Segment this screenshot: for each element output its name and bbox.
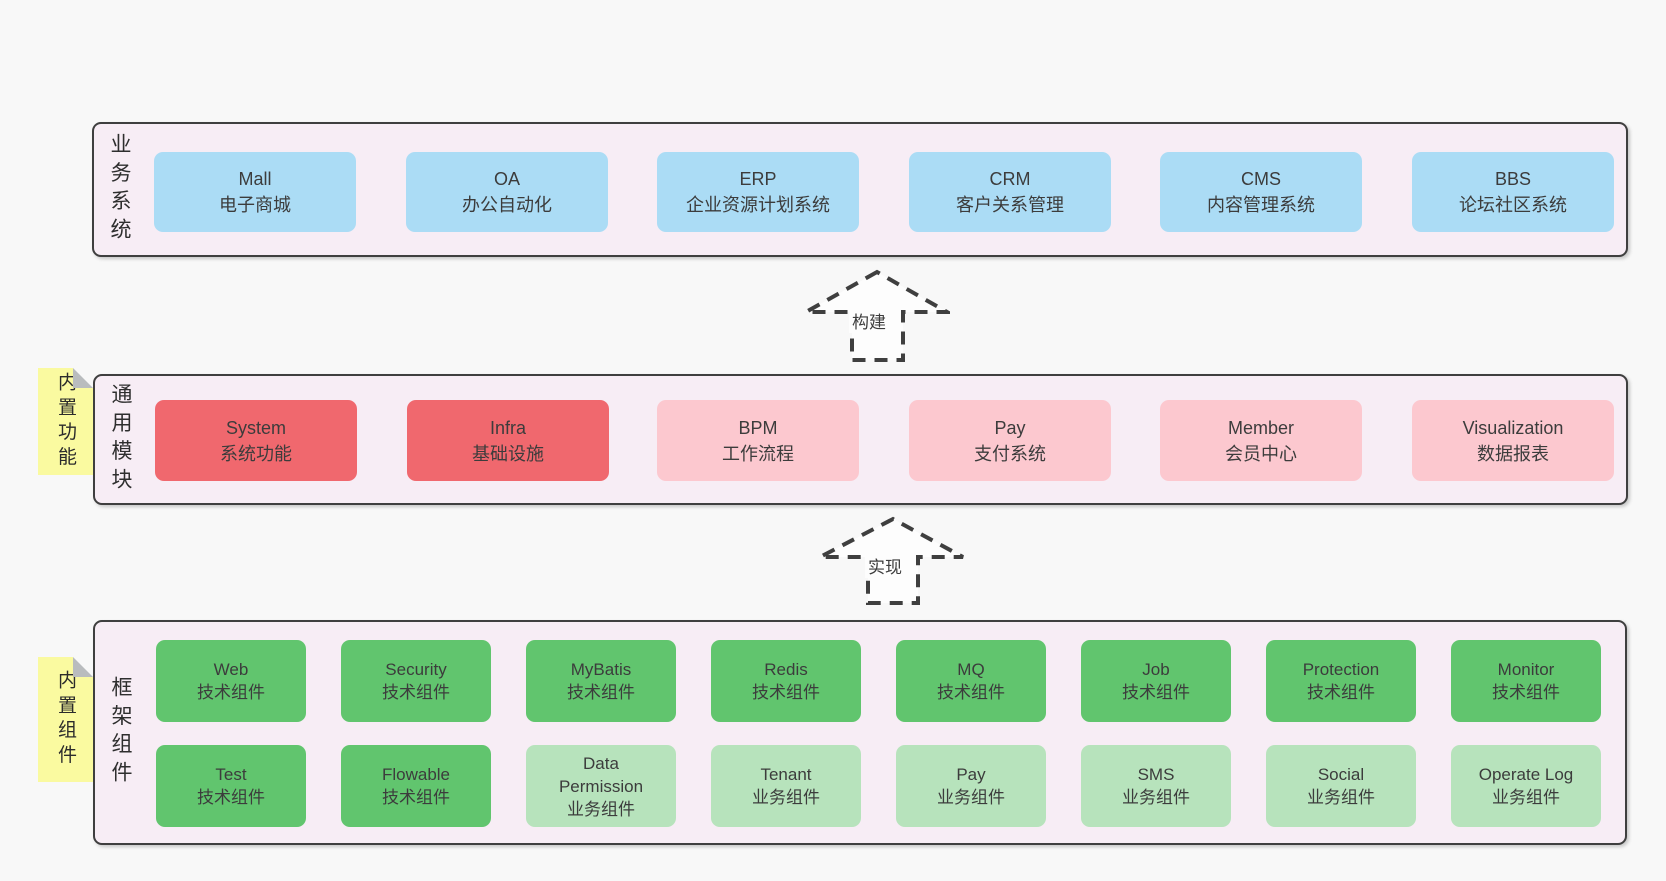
box-desc: 技术组件: [1122, 683, 1190, 702]
box-name: System: [225, 417, 286, 438]
box-name: Pay: [994, 417, 1026, 438]
box-desc: 技术组件: [1492, 683, 1560, 702]
box-mall: Mall 电子商城: [154, 152, 356, 232]
layer-business-systems: 业务系统 Mall 电子商城 OA 办公自动化 ERP 企业资源计划系统 CRM…: [92, 122, 1628, 257]
box-desc: 支付系统: [974, 443, 1046, 464]
box-name: MyBatis: [570, 660, 632, 679]
sticky-label: 内置功能: [55, 372, 76, 471]
box-name: MQ: [957, 660, 985, 679]
box-monitor: Monitor 技术组件: [1451, 640, 1601, 722]
box-name: CMS: [1241, 169, 1281, 189]
box-desc: 业务组件: [1122, 788, 1190, 807]
box-system: System 系统功能: [155, 400, 357, 481]
box-data-permission: Data Permission 业务组件: [526, 745, 676, 827]
box-desc: 技术组件: [382, 683, 450, 702]
box-desc: 电子商城: [219, 195, 291, 215]
box-mybatis: MyBatis 技术组件: [526, 640, 676, 722]
box-name: Data Permission: [558, 753, 644, 796]
box-desc: 技术组件: [937, 683, 1005, 702]
box-name: Protection: [1302, 660, 1380, 679]
sticky-built-in-features: 内置功能: [38, 368, 93, 475]
box-tenant: Tenant 业务组件: [711, 745, 861, 827]
box-desc: 技术组件: [197, 788, 265, 807]
box-pay-module: Pay 支付系统: [909, 400, 1111, 481]
box-job: Job 技术组件: [1081, 640, 1231, 722]
box-desc: 业务组件: [1307, 788, 1375, 807]
box-name: Security: [385, 660, 447, 679]
layer-framework-components: 框架组件 Web 技术组件 Security 技术组件 MyBatis 技术组件…: [93, 620, 1627, 845]
box-name: Social: [1317, 765, 1365, 784]
layer-common-modules: 通用模块 System 系统功能 Infra 基础设施 BPM 工作流程 Pay…: [93, 374, 1628, 505]
box-operate-log: Operate Log 业务组件: [1451, 745, 1601, 827]
box-infra: Infra 基础设施: [407, 400, 609, 481]
box-name: CRM: [989, 169, 1031, 189]
box-crm: CRM 客户关系管理: [909, 152, 1111, 232]
box-name: Flowable: [381, 765, 451, 784]
box-name: Member: [1227, 417, 1294, 438]
box-redis: Redis 技术组件: [711, 640, 861, 722]
box-flowable: Flowable 技术组件: [341, 745, 491, 827]
box-desc: 技术组件: [1307, 683, 1375, 702]
box-name: BPM: [738, 417, 778, 438]
box-desc: 工作流程: [722, 443, 794, 464]
layer-framework-components-title: 框架组件: [109, 675, 132, 790]
box-security: Security 技术组件: [341, 640, 491, 722]
box-sms: SMS 业务组件: [1081, 745, 1231, 827]
box-name: Visualization: [1462, 417, 1564, 438]
box-erp: ERP 企业资源计划系统: [657, 152, 859, 232]
box-name: Web: [213, 660, 249, 679]
box-name: Operate Log: [1478, 765, 1574, 784]
box-desc: 系统功能: [220, 443, 292, 464]
box-name: Infra: [489, 417, 527, 438]
box-name: Job: [1142, 660, 1170, 679]
box-name: Monitor: [1497, 660, 1555, 679]
box-oa: OA 办公自动化: [406, 152, 608, 232]
box-desc: 基础设施: [472, 443, 544, 464]
box-visualization: Visualization 数据报表: [1412, 400, 1614, 481]
box-desc: 内容管理系统: [1207, 195, 1315, 215]
box-mq: MQ 技术组件: [896, 640, 1046, 722]
box-desc: 业务组件: [1492, 788, 1560, 807]
box-web: Web 技术组件: [156, 640, 306, 722]
box-name: Mall: [238, 169, 272, 189]
box-bbs: BBS 论坛社区系统: [1412, 152, 1614, 232]
box-desc: 技术组件: [382, 788, 450, 807]
sticky-built-in-components: 内置组件: [38, 657, 93, 782]
box-test: Test 技术组件: [156, 745, 306, 827]
layer-business-systems-title: 业务系统: [108, 132, 131, 247]
box-desc: 办公自动化: [462, 195, 552, 215]
box-name: Redis: [764, 660, 808, 679]
sticky-label: 内置组件: [55, 670, 76, 769]
box-desc: 技术组件: [567, 683, 635, 702]
box-desc: 论坛社区系统: [1459, 195, 1567, 215]
box-desc: 业务组件: [567, 799, 635, 819]
box-name: Test: [215, 765, 247, 784]
box-desc: 业务组件: [752, 788, 820, 807]
box-desc: 客户关系管理: [956, 195, 1064, 215]
box-member: Member 会员中心: [1160, 400, 1362, 481]
box-desc: 会员中心: [1225, 443, 1297, 464]
box-name: OA: [493, 169, 520, 189]
box-desc: 技术组件: [197, 683, 265, 702]
arrow-build-label: 构建: [849, 312, 889, 333]
box-name: BBS: [1494, 169, 1532, 189]
box-bpm: BPM 工作流程: [657, 400, 859, 481]
box-desc: 业务组件: [937, 788, 1005, 807]
box-cms: CMS 内容管理系统: [1160, 152, 1362, 232]
box-name: Tenant: [760, 765, 812, 784]
box-desc: 企业资源计划系统: [686, 195, 830, 215]
arrow-implement-label: 实现: [865, 557, 905, 578]
box-desc: 技术组件: [752, 683, 820, 702]
box-name: SMS: [1137, 765, 1175, 784]
box-protection: Protection 技术组件: [1266, 640, 1416, 722]
box-social: Social 业务组件: [1266, 745, 1416, 827]
layer-common-modules-title: 通用模块: [109, 382, 132, 497]
box-name: ERP: [739, 169, 777, 189]
box-desc: 数据报表: [1477, 443, 1549, 464]
box-name: Pay: [956, 765, 986, 784]
box-pay-component: Pay 业务组件: [896, 745, 1046, 827]
